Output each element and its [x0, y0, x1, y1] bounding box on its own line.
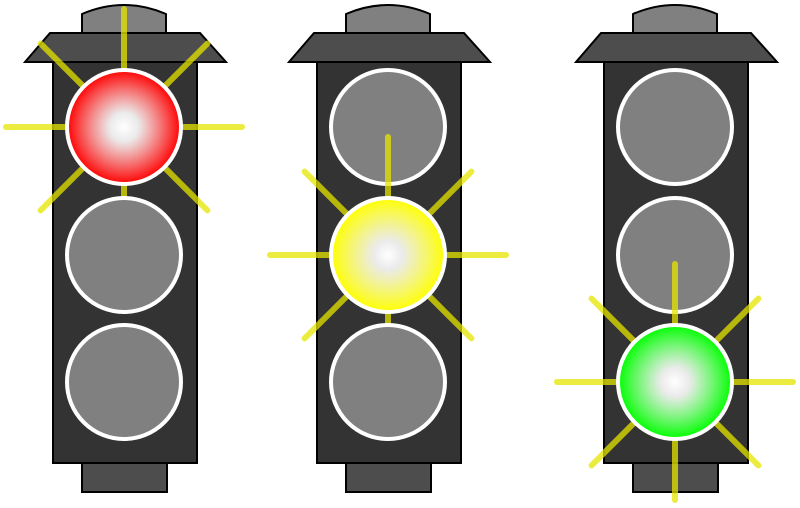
ray [423, 290, 475, 342]
traffic-light-yellow [267, 4, 509, 493]
ray [301, 168, 353, 220]
hood [286, 32, 493, 63]
lamp-green-lit [616, 323, 734, 441]
lamp-off [65, 196, 183, 314]
ray [423, 168, 475, 220]
base [345, 461, 432, 493]
top-dome [632, 4, 718, 34]
hood [573, 32, 780, 63]
top-dome [345, 4, 431, 34]
lamp-off [616, 68, 734, 186]
ray [301, 290, 353, 342]
lamp-off [65, 323, 183, 441]
traffic-light-red [3, 4, 245, 493]
ray [37, 40, 89, 92]
ray [710, 295, 762, 347]
ray [588, 417, 640, 469]
lamp-yellow-lit [329, 196, 447, 314]
base [81, 461, 168, 493]
ray [159, 40, 211, 92]
light-rays [267, 134, 509, 376]
ray [710, 417, 762, 469]
ray [159, 162, 211, 214]
ray [37, 162, 89, 214]
lamp-off [329, 323, 447, 441]
traffic-light-green [554, 4, 796, 503]
lamp-red-lit [65, 68, 183, 186]
ray [588, 295, 640, 347]
light-rays [554, 261, 796, 503]
